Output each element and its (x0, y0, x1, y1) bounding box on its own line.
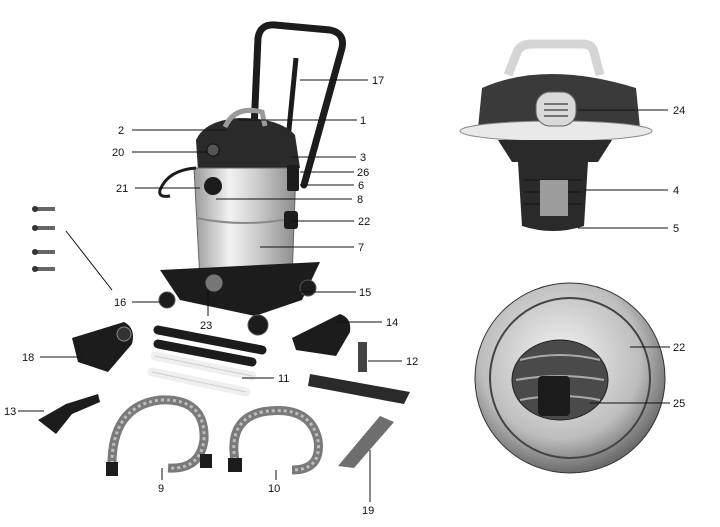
callout-24: 24 (673, 105, 685, 117)
callout-20: 20 (112, 147, 124, 159)
cord-hook (158, 166, 197, 198)
dust-bag-collar (116, 326, 132, 342)
callout-12: 12 (406, 356, 418, 368)
inner-fitting (538, 376, 570, 416)
lid-carry-handle (222, 107, 268, 129)
motor-housing-under (498, 140, 612, 162)
hose-10 (228, 406, 323, 475)
callout-9: 9 (158, 483, 164, 495)
screw-2 (32, 225, 55, 231)
blow-port (284, 211, 298, 229)
callout-7: 7 (358, 242, 364, 254)
tube-light-outline (151, 355, 253, 393)
caster-wheel-front (247, 314, 269, 336)
suction-inlet (204, 177, 222, 195)
crevice-brush-13 (38, 394, 100, 434)
crevice-nozzle-19 (338, 416, 394, 468)
motor-head-handle (503, 39, 605, 77)
callout-11: 11 (278, 373, 289, 385)
exhaust-grille (535, 91, 577, 127)
hose-9 (106, 395, 212, 476)
callout-5: 5 (673, 223, 679, 235)
extension-tubes (147, 325, 267, 397)
screw-3 (32, 249, 55, 255)
floor-brush-head (308, 374, 410, 404)
caster-base (160, 262, 320, 316)
motor-head-detail (459, 39, 653, 231)
callout-16: 16 (114, 297, 126, 309)
power-switch (206, 143, 220, 157)
screw-1 (32, 206, 55, 212)
callout-17: 17 (372, 75, 384, 87)
caster-wheel-right (299, 279, 317, 297)
callout-labels: 1 2 20 21 17 3 26 6 8 22 7 15 16 23 14 1… (4, 75, 685, 517)
drum-interior-detail (474, 282, 666, 474)
drum-inner-rim (489, 297, 651, 459)
callout-19: 19 (362, 505, 374, 517)
callout-22-interior: 22 (673, 342, 685, 354)
callout-1: 1 (360, 115, 366, 127)
float-valve-window (540, 180, 568, 216)
lid-clip (287, 165, 299, 191)
callout-8: 8 (357, 194, 363, 206)
screws (32, 206, 55, 272)
caster-wheel-left (158, 291, 176, 309)
callout-23: 23 (200, 320, 212, 332)
motor-head-lid (196, 118, 300, 170)
callout-15: 15 (359, 287, 371, 299)
callout-14: 14 (386, 317, 398, 329)
callout-3: 3 (360, 152, 366, 164)
callout-4: 4 (673, 185, 679, 197)
callout-26: 26 (357, 167, 369, 179)
callout-21: 21 (116, 183, 128, 195)
floor-brush-neck (358, 342, 367, 372)
push-handle (248, 21, 346, 189)
drain-plug (204, 273, 224, 293)
callout-25: 25 (673, 398, 685, 410)
tube-black-2 (153, 339, 257, 367)
callout-2: 2 (118, 125, 124, 137)
callout-6: 6 (358, 180, 364, 192)
floor-brush (308, 342, 410, 404)
callout-10: 10 (268, 483, 280, 495)
callout-18: 18 (22, 352, 34, 364)
leader-lines (18, 79, 670, 502)
foam-filter (292, 314, 351, 356)
callout-13: 13 (4, 406, 16, 418)
screw-4 (32, 266, 55, 272)
vacuum-main-unit (158, 21, 346, 336)
callout-22-main: 22 (358, 216, 370, 228)
tube-black-1 (153, 325, 267, 355)
